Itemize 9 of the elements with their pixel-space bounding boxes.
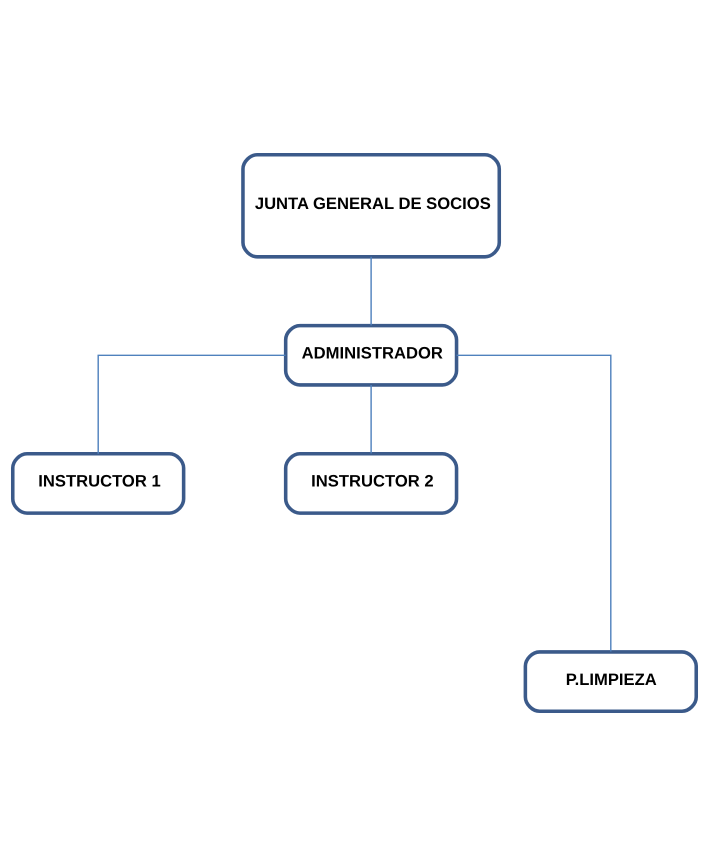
connector <box>97 354 286 454</box>
connector <box>456 354 612 652</box>
node-box: P.LIMPIEZA <box>524 650 698 714</box>
node-box: INSTRUCTOR 1 <box>10 452 186 515</box>
connector <box>370 256 372 326</box>
connector <box>370 385 372 454</box>
node-box: JUNTA GENERAL DE SOCIOS <box>241 152 502 259</box>
node-box: INSTRUCTOR 2 <box>284 452 458 515</box>
node-box: ADMINISTRADOR <box>284 324 458 387</box>
